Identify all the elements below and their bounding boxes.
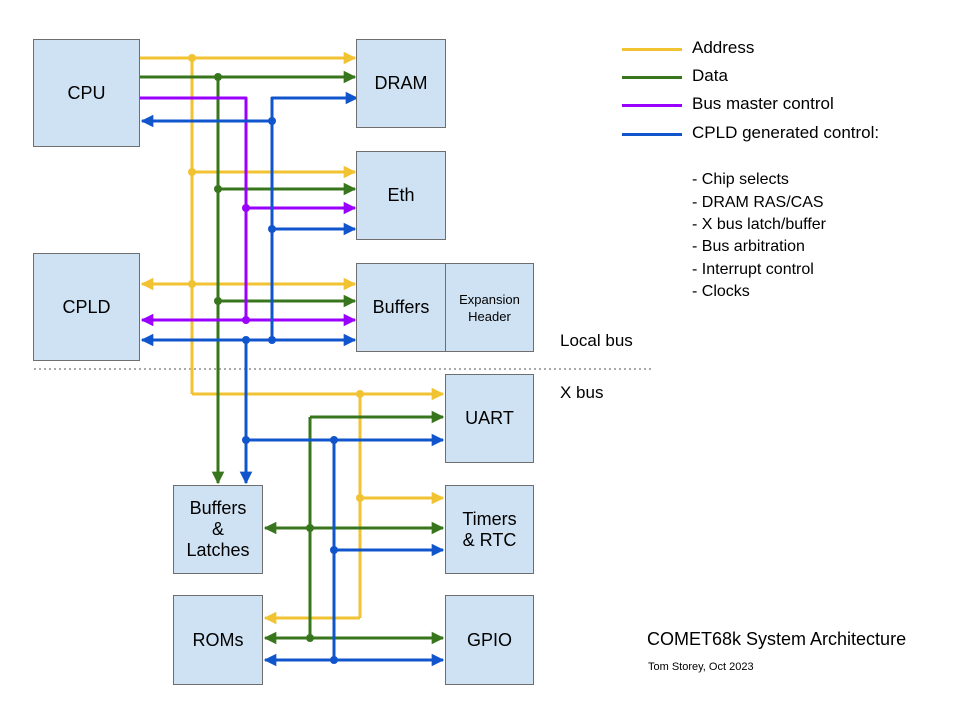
buffers-label: Buffers xyxy=(372,297,430,317)
cpld-function-item: - Interrupt control xyxy=(692,261,814,278)
legend-swatch-data xyxy=(622,76,682,79)
legend-swatch-cpld-control xyxy=(622,133,682,136)
cpld-function-item: - Clocks xyxy=(692,283,750,300)
gpio-label: GPIO xyxy=(466,629,512,650)
timers-rtc-label-line1: Timers xyxy=(462,508,517,529)
eth-label: Eth xyxy=(387,185,415,205)
junction-dots xyxy=(188,54,364,664)
cpu-block: CPU xyxy=(33,39,140,147)
expansion-header-block: Expansion Header xyxy=(445,263,534,352)
buffers-latches-label-line1: Buffers xyxy=(189,498,247,518)
eth-block: Eth xyxy=(356,151,446,240)
dram-block: DRAM xyxy=(356,39,446,128)
diagram-title: COMET68k System Architecture xyxy=(647,629,907,649)
gpio-block: GPIO xyxy=(445,595,534,685)
legend-label-data: Data xyxy=(692,66,728,85)
legend-label-bus-master: Bus master control xyxy=(692,94,834,113)
legend-swatch-bus-master xyxy=(622,104,682,107)
dram-label: DRAM xyxy=(374,73,428,93)
roms-block: ROMs xyxy=(173,595,263,685)
buffers-block: Buffers xyxy=(356,263,446,352)
legend-label-cpld-control: CPLD generated control: xyxy=(692,123,880,142)
expansion-header-label-line1: Expansion xyxy=(459,291,520,307)
diagram-author: Tom Storey, Oct 2023 xyxy=(648,661,754,673)
cpld-function-item: - X bus latch/buffer xyxy=(692,216,826,233)
buffers-latches-label-line3: Latches xyxy=(186,540,250,560)
uart-label: UART xyxy=(465,408,514,428)
cpld-function-item: - DRAM RAS/CAS xyxy=(692,194,824,211)
uart-block: UART xyxy=(445,374,534,463)
cpld-function-item: - Chip selects xyxy=(692,171,789,188)
timers-rtc-label-line2: & RTC xyxy=(462,529,517,550)
legend-label-address: Address xyxy=(692,38,755,57)
roms-label: ROMs xyxy=(192,629,244,650)
timers-rtc-block: Timers & RTC xyxy=(445,485,534,574)
expansion-header-label-line2: Header xyxy=(468,308,511,324)
local-bus-label: Local bus xyxy=(560,331,633,350)
buffers-latches-label-line2: & xyxy=(211,519,224,539)
buffers-latches-block: Buffers & Latches xyxy=(173,485,263,574)
cpld-block: CPLD xyxy=(33,253,140,361)
x-bus-label: X bus xyxy=(560,383,604,402)
cpu-label: CPU xyxy=(67,82,106,103)
cpld-function-item: - Bus arbitration xyxy=(692,238,805,255)
cpld-label: CPLD xyxy=(62,296,111,317)
legend-swatch-address xyxy=(622,48,682,51)
